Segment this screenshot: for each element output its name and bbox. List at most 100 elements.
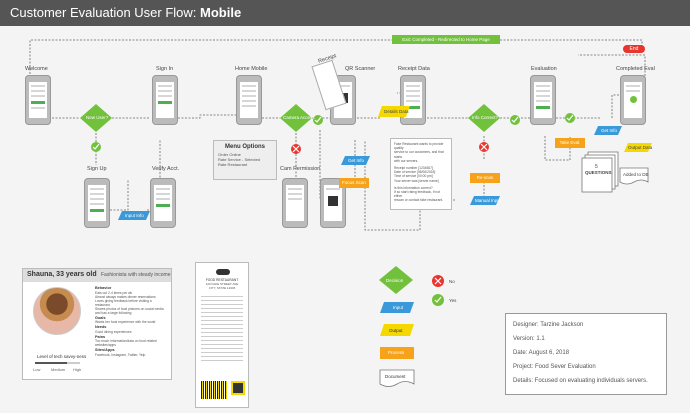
output-data-label: Output Data: [628, 145, 653, 150]
designer-text: Designer: Tarzine Jackson: [513, 322, 584, 328]
phone-completed: [620, 75, 646, 125]
legend-document-label: Document: [385, 374, 406, 379]
get-info-eval-label: Get Info: [601, 128, 618, 133]
legend-input-shape: [380, 302, 414, 313]
tech-level-high: High: [73, 367, 82, 372]
legend-yes-label: Yes: [449, 298, 457, 303]
legend-document-shape: [379, 369, 415, 387]
receipt-body-lines: [201, 293, 243, 363]
screen-label-sign-in: Sign In: [156, 66, 174, 72]
receipt-qr: [231, 381, 245, 395]
phone-verify: [150, 178, 176, 228]
legend-decision-shape: [379, 266, 413, 294]
menu-options-card: Menu Options Order Online Rate Service -…: [213, 140, 277, 180]
persona-section-line: Loves giving feedback before visiting a: [95, 298, 152, 303]
decision-camera-access: [280, 104, 312, 132]
legend-no-label: No: [449, 279, 455, 284]
screen-label-welcome: Welcome: [25, 66, 48, 72]
added-to-db-label: Added to DB: [623, 172, 649, 177]
input-info-label: Input Info: [125, 213, 144, 218]
legend-process-shape: [380, 347, 414, 359]
screen-label-qr: QR Scanner: [345, 66, 376, 72]
persona-section-head: Goals: [95, 315, 106, 320]
decision-new-user: [80, 104, 112, 132]
page-title: Customer Evaluation User Flow: Mobile: [10, 5, 241, 20]
persona-section-line: Too much information/data on food relate…: [95, 339, 157, 343]
questions-label: QUESTIONS: [585, 170, 612, 175]
manual-input-label: Manual Input: [475, 198, 502, 203]
persona-section-line: Almost always makes dinner reservations: [95, 294, 156, 299]
receipt-line: rescan or contact fake restaurant.: [394, 198, 444, 203]
screen-label-completed: Completed Eval: [616, 66, 655, 72]
process-re-scan: Re-scan: [470, 173, 500, 183]
output-details-data: [378, 106, 410, 117]
receipt-line: If so start rating feedback, if not eith…: [394, 190, 440, 199]
process-take-eval: Take Eval.: [555, 138, 585, 148]
legend-process-label: Process: [388, 350, 405, 355]
menu-title: Menu Options: [225, 144, 265, 150]
menu-item: Order Online: [218, 152, 241, 157]
screen-label-evaluation: Evaluation: [531, 66, 557, 72]
title-prefix: Customer Evaluation User Flow:: [10, 5, 201, 20]
decision-new-user-label: New User?: [86, 115, 109, 120]
persona-section-head: Pains: [95, 334, 106, 339]
output-output-data: [624, 143, 652, 152]
legend-output-label: Output: [389, 328, 403, 333]
questions-count: 5: [595, 164, 598, 170]
phone-sign-up: [84, 178, 110, 228]
tech-savvy-fill: [35, 362, 67, 364]
tech-level-low: Low: [33, 367, 41, 372]
screen-label-receipt-data: Receipt Data: [398, 66, 430, 72]
menu-item: Rate Restaurant: [218, 162, 248, 167]
persona-section-line: Eats out 2-4 times per wk: [95, 290, 133, 295]
persona-card: Shauna, 33 years old Fashionista with st…: [22, 268, 172, 380]
persona-section-head: Sites/Apps: [95, 348, 115, 352]
exit-banner: Exit: Completed - Redirected to Home Pag…: [392, 35, 500, 44]
persona-section-line: Wants her food experience with the world: [95, 320, 156, 324]
input-input-info: [118, 211, 150, 220]
screen-label-sign-up: Sign Up: [87, 166, 107, 172]
screen-label-cam: Cam Permission: [280, 166, 321, 172]
phone-cam: [282, 178, 308, 228]
legend-decision-label: Decision: [386, 278, 404, 283]
end-terminal: End: [623, 45, 645, 53]
process-focus-scan: Focus Scan: [339, 178, 369, 188]
input-get-info-qr: [341, 156, 370, 165]
phone-home: [236, 75, 262, 125]
screen-label-verify: Verify Acct.: [152, 166, 180, 172]
receipt-line: Time of service [00:00 pm]: [394, 174, 433, 179]
receipt-line: Is this information correct?: [394, 185, 433, 190]
details-data-label: Details Data: [384, 109, 409, 114]
persona-avatar: [33, 287, 81, 335]
persona-section-head: Behavior: [95, 286, 112, 290]
input-get-info-eval: [594, 126, 622, 135]
date-text: Date: August 6, 2018: [513, 350, 570, 356]
persona-title: Shauna, 33 years old: [27, 271, 97, 278]
decision-info-correct-label: Info Correct?: [472, 115, 499, 120]
project-text: Project: Food Sever Evaluation: [513, 364, 596, 370]
persona-section-line: Shares photos of food pictures on social…: [95, 306, 164, 311]
added-db-doc: [619, 167, 649, 185]
receipt-line: Date of service [08/06/2018]: [394, 170, 436, 175]
receipt-line: Your server was [server name]: [394, 178, 439, 183]
phone-welcome-front: [25, 75, 51, 125]
input-manual-input: [470, 196, 500, 205]
persona-header: Shauna, 33 years old Fashionista with st…: [23, 269, 171, 282]
persona-section-line: websites/apps: [95, 343, 116, 347]
receipt-logo: [216, 269, 230, 275]
menu-item: Rate Service - Selected: [218, 157, 261, 162]
phone-eval: [530, 75, 556, 125]
details-text: Details: Focused on evaluating individua…: [513, 378, 648, 384]
persona-section-line: Good dining experiences: [95, 329, 132, 334]
legend-input-label: Input: [393, 305, 404, 310]
receipt-barcode: [201, 381, 227, 399]
tech-level-medium: Medium: [51, 367, 66, 372]
legend-output-shape: [380, 324, 414, 336]
phone-sign-in: [152, 75, 178, 125]
title-bold: Mobile: [200, 5, 242, 20]
receipt-card: FOOD RESTAURANT 123 FAKE STREET AVE CITY…: [195, 262, 249, 408]
screen-label-home: Home Mobile: [235, 66, 268, 72]
persona-section-head: Needs: [95, 325, 107, 329]
